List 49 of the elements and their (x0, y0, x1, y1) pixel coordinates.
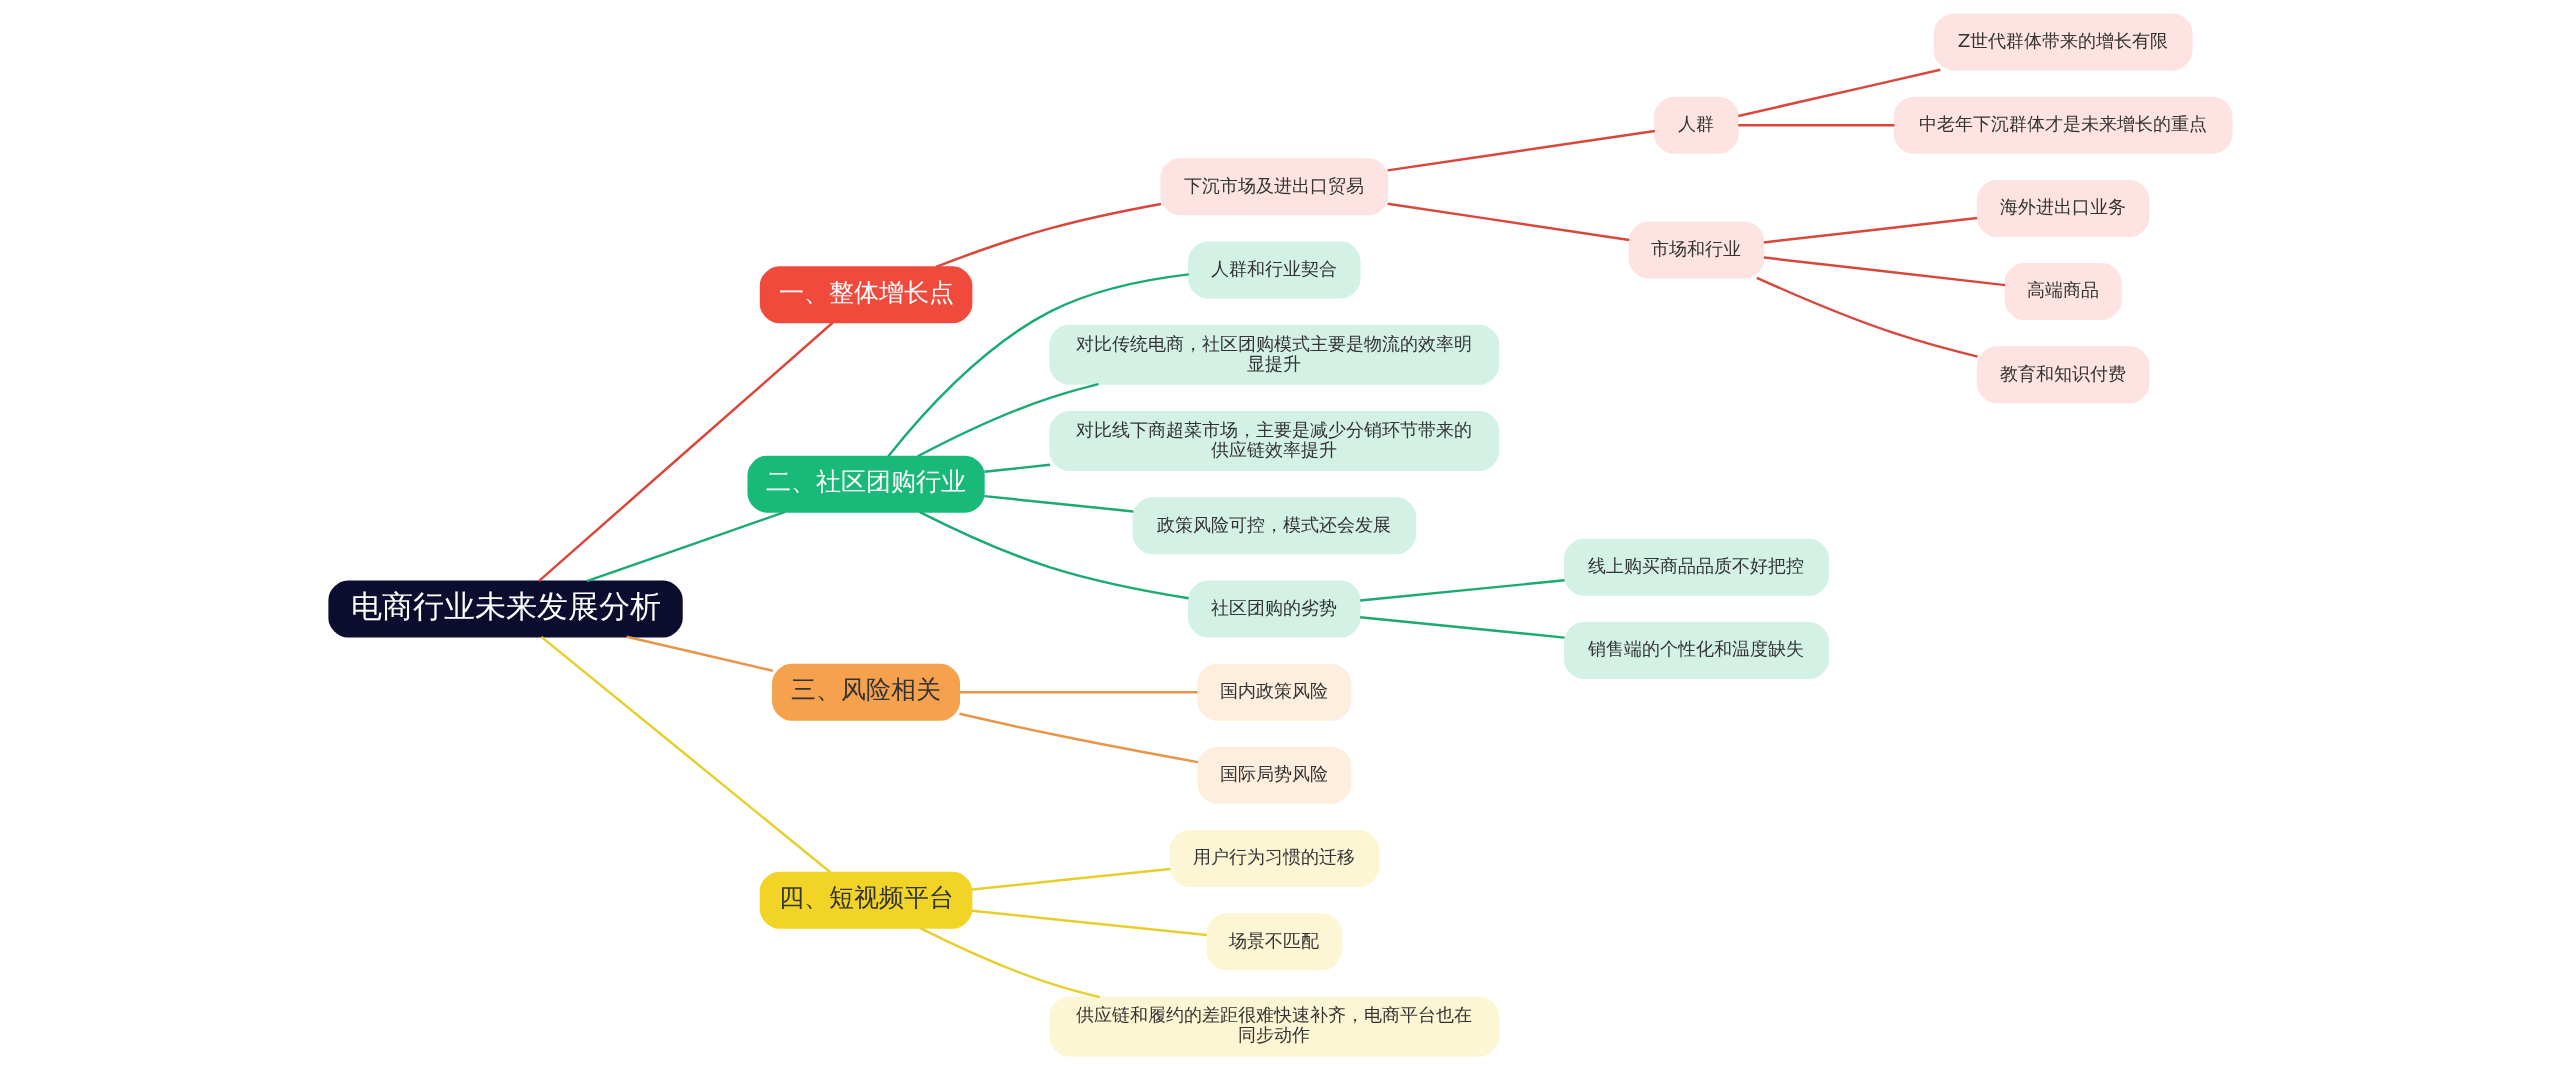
connector (959, 690, 1197, 694)
connector (983, 494, 1133, 513)
node-box: Z世代群体带来的增长有限 (1933, 13, 2193, 71)
node-box: 政策风险可控，模式还会发展 (1132, 497, 1416, 555)
connector (886, 273, 1189, 458)
node-box: 国际局势风险 (1196, 746, 1351, 804)
connector (537, 321, 834, 582)
node-box: 人群和行业契合 (1187, 241, 1361, 299)
node-box: 国内政策风险 (1196, 663, 1351, 721)
node-box: 一、整体增长点 (759, 266, 972, 324)
node-box: 供应链和履约的差距很难快速补齐，电商平台也在同步动作 (1048, 996, 1499, 1057)
connector (983, 463, 1050, 473)
node-box: 市场和行业 (1628, 221, 1764, 279)
node-box: 人群 (1653, 96, 1739, 154)
node-box: 社区团购的劣势 (1187, 580, 1361, 638)
connector (540, 635, 831, 874)
node-box: 四、短视频平台 (759, 871, 972, 929)
connector (971, 909, 1207, 937)
node-box: 对比线下商超菜市场，主要是减少分销环节带来的供应链效率提升 (1048, 411, 1499, 472)
node-box: 下沉市场及进出口贸易 (1159, 158, 1388, 216)
connector (935, 202, 1161, 268)
node-box: 中老年下沉群体才是未来增长的重点 (1893, 96, 2233, 154)
connector (625, 635, 773, 672)
connector (1359, 616, 1565, 639)
connector (918, 926, 1100, 999)
node-box: 销售端的个性化和温度缺失 (1563, 622, 1829, 680)
connector (1755, 276, 1978, 358)
connector (958, 712, 1198, 764)
connector (1763, 256, 2005, 287)
connector (1763, 216, 1977, 244)
node-box: 高端商品 (2004, 263, 2122, 321)
node-box: 对比传统电商，社区团购模式主要是物流的效率明显提升 (1048, 324, 1499, 385)
connector (971, 867, 1170, 891)
node-box: 电商行业未来发展分析 (327, 580, 683, 638)
node-box: 海外进出口业务 (1976, 179, 2149, 237)
connector (1737, 68, 1941, 118)
connector (916, 382, 1099, 458)
node-box: 用户行为习惯的迁移 (1169, 830, 1379, 888)
connector (1359, 579, 1565, 602)
node-box: 教育和知识付费 (1976, 346, 2149, 404)
connector (1737, 123, 1894, 127)
connector (1386, 202, 1629, 242)
node-box: 场景不匹配 (1206, 913, 1342, 971)
connector (1386, 129, 1655, 172)
connector (918, 510, 1189, 600)
node-box: 线上购买商品品质不好把控 (1563, 538, 1829, 596)
connector (585, 510, 785, 583)
node-box: 三、风险相关 (771, 663, 960, 721)
node-box: 二、社区团购行业 (746, 455, 985, 513)
